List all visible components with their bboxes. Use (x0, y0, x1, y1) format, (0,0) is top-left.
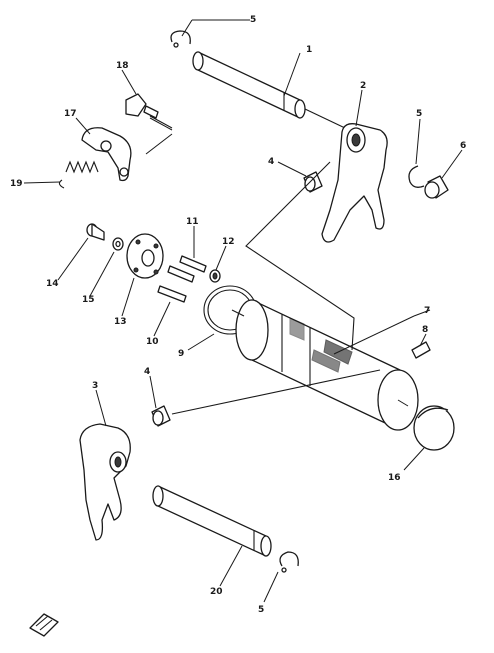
washer (112, 237, 124, 251)
callout-6: 6 (460, 141, 466, 151)
callout-15: 15 (82, 295, 95, 305)
end-plug-upper (424, 175, 449, 199)
assembly-guide-lines (171, 161, 381, 415)
callout-labels: 5 1 2 4 5 6 18 17 19 11 12 14 15 13 10 9… (10, 15, 466, 615)
callout-19: 19 (10, 179, 23, 189)
stopper-spring (58, 160, 99, 189)
stopper-lever (81, 127, 132, 182)
callout-18: 18 (116, 61, 129, 71)
callout-3: 3 (92, 381, 98, 391)
end-cap (413, 405, 455, 451)
stopper-bolt (125, 93, 173, 129)
callout-5-lower: 5 (258, 605, 264, 615)
callout-16: 16 (388, 473, 401, 483)
callout-7: 7 (424, 306, 430, 316)
callout-4-upper: 4 (268, 157, 274, 167)
screw (86, 223, 105, 241)
drum-pin (411, 341, 431, 359)
callout-8: 8 (422, 325, 428, 335)
callout-10: 10 (146, 337, 159, 347)
shift-fork-lower (79, 423, 131, 541)
callout-13: 13 (114, 317, 127, 327)
callout-11: 11 (186, 217, 199, 227)
shift-fork-upper (321, 123, 388, 243)
circlip-upper (170, 30, 191, 48)
callout-leaders (23, 19, 463, 603)
guide-pin-upper (303, 171, 323, 193)
callout-14: 14 (46, 279, 59, 289)
shift-drum (235, 299, 419, 431)
callout-17: 17 (64, 109, 77, 119)
guide-pin-lower (151, 405, 171, 427)
callout-5-upper: 5 (250, 15, 256, 25)
callout-12: 12 (222, 237, 235, 247)
shift-fork-shaft-upper (192, 51, 346, 129)
shift-fork-shaft-lower (152, 485, 272, 557)
circlip-right (408, 165, 425, 188)
callout-4-lower: 4 (144, 367, 150, 377)
callout-20: 20 (210, 587, 223, 597)
dowel-pin (209, 269, 221, 283)
circlip-lower (279, 551, 299, 573)
callout-1: 1 (306, 45, 312, 55)
segment-plate (126, 233, 164, 279)
callout-2: 2 (360, 81, 366, 91)
cam-pins (157, 255, 207, 303)
callout-9: 9 (178, 349, 184, 359)
corner-mark-icon (29, 613, 59, 637)
callout-5-right: 5 (416, 109, 422, 119)
